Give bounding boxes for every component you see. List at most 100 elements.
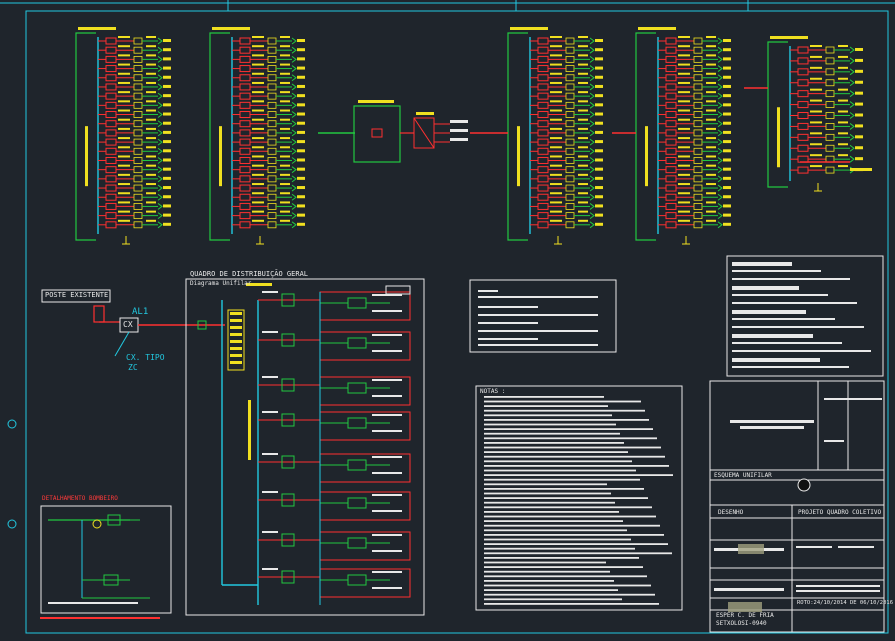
note-text-line: [484, 538, 631, 541]
dr-device: [565, 129, 575, 137]
dr-device: [565, 46, 575, 54]
note-text-line: [484, 575, 647, 578]
circuit-label: [578, 118, 588, 121]
circuit-label: [678, 155, 690, 158]
circuit-label: [550, 173, 562, 176]
circuit-label: [578, 155, 588, 158]
circuit-label: [810, 121, 822, 124]
circuit-tag: [595, 66, 603, 70]
arrow-symbol: [589, 184, 595, 192]
circuit-breaker: [239, 166, 251, 174]
circuit-label: [578, 137, 588, 140]
arrow-symbol: [157, 147, 163, 155]
sub-label: [372, 510, 402, 512]
arrow-symbol: [589, 221, 595, 229]
circuit-label: [280, 210, 290, 213]
circuit-label: [678, 201, 690, 204]
note-text-line: [484, 557, 639, 559]
circuit-breaker: [105, 120, 117, 128]
circuit-breaker: [105, 147, 117, 155]
circuit-breaker: [537, 202, 549, 210]
arrow-symbol: [849, 79, 855, 87]
arrow-symbol: [157, 92, 163, 100]
circuit-breaker: [537, 111, 549, 119]
circuit-label: [578, 63, 588, 66]
circuit-breaker: [665, 147, 677, 155]
circuit-label: [550, 127, 562, 130]
circuit-label: [550, 155, 562, 158]
circuit-breaker: [665, 120, 677, 128]
circuit-tag: [163, 186, 171, 190]
detalhamento-title: DETALHAMENTO BOMBEIRO: [42, 495, 118, 502]
circuit-label: [706, 100, 716, 103]
circuit-label: [280, 91, 290, 94]
panel-header: [78, 27, 116, 30]
circuit-label: [118, 36, 130, 38]
dr-device: [267, 55, 277, 63]
circuit-tag: [595, 57, 603, 61]
circuit-tag: [723, 57, 731, 61]
detalhamento-diagram: [40, 514, 160, 619]
circuit-label: [252, 72, 264, 75]
sub-meter: [347, 459, 367, 471]
branch-label: [262, 291, 278, 293]
quadro-tag: [385, 285, 411, 295]
arrow-symbol: [589, 101, 595, 109]
circuit-label: [706, 219, 716, 222]
arrow-symbol: [157, 55, 163, 63]
note-text-line: [484, 589, 618, 591]
circuit-label: [280, 118, 290, 121]
info-text-line: [732, 350, 871, 352]
dr-device: [133, 157, 143, 164]
circuit-tag: [297, 149, 305, 153]
panel-vertical-label: [85, 126, 88, 187]
arrow-symbol: [157, 175, 163, 183]
sub-label: [372, 456, 402, 458]
arrow-symbol: [157, 203, 163, 210]
branch-label: [262, 411, 278, 413]
circuit-breaker: [105, 65, 117, 73]
panel: [635, 27, 731, 245]
circuit-breaker: [665, 55, 677, 63]
legend-text: [478, 314, 598, 316]
circuit-breaker: [239, 156, 251, 164]
note-text-line: [484, 423, 616, 426]
arrow-symbol: [589, 74, 595, 82]
circuit-label: [550, 146, 562, 149]
sub-panel: [319, 531, 411, 561]
circuit-breaker: [797, 112, 809, 119]
arrow-symbol: [717, 92, 723, 100]
circuit-tag: [595, 84, 603, 88]
circuit-label: [838, 121, 848, 124]
arrow-symbol: [291, 147, 297, 155]
arrow-symbol: [291, 74, 297, 82]
circuit-breaker: [105, 175, 117, 183]
circuit-label: [280, 100, 290, 103]
circuit-tag: [297, 66, 305, 70]
circuit-tag: [163, 94, 171, 98]
panel-vertical-label: [219, 126, 222, 187]
circuit-label: [146, 137, 156, 140]
circuit-tag: [723, 186, 731, 190]
circuit-tag: [163, 195, 171, 199]
dr-device: [267, 92, 277, 100]
dr-device: [825, 166, 835, 174]
dr-device: [693, 55, 703, 63]
dr-device: [565, 175, 575, 183]
circuit-label: [280, 127, 290, 130]
circuit-breaker: [537, 193, 549, 201]
panel-vertical-label: [517, 126, 520, 187]
dr-device: [133, 120, 143, 128]
dr-device: [693, 120, 703, 128]
dr-device: [267, 37, 277, 45]
circuit-tag: [723, 204, 731, 208]
info-block-lines: [732, 262, 871, 368]
dr-device: [267, 184, 277, 192]
note-text-line: [484, 428, 653, 430]
circuit-label: [810, 88, 822, 91]
meter-label: [230, 326, 242, 329]
notas-title: NOTAS :: [480, 388, 506, 395]
circuit-label: [280, 63, 290, 66]
